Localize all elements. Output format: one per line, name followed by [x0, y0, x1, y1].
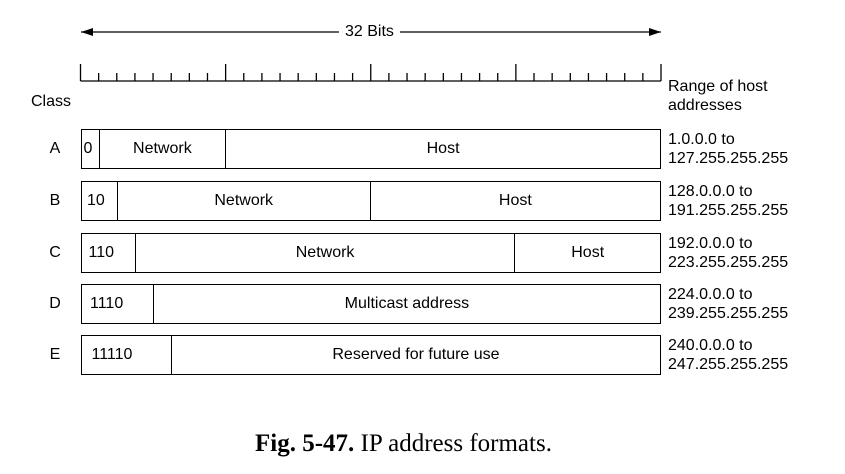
- address-format-bar: 11110 Reserved for future use: [80, 335, 661, 375]
- range-start: 192.0.0.0 to: [668, 235, 753, 252]
- range-end: 127.255.255.255: [668, 150, 789, 167]
- class-prefix-bits: 110: [82, 234, 136, 272]
- field-primary: Network: [100, 130, 227, 168]
- field-host: Host: [498, 192, 532, 209]
- class-prefix-bits: 11110: [82, 336, 172, 374]
- range-start: 240.0.0.0 to: [668, 337, 753, 354]
- range-end: 247.255.255.255: [668, 356, 789, 373]
- class-prefix-bits: 10: [82, 182, 118, 220]
- figure-caption: Fig. 5-47. IP address formats.: [255, 430, 552, 458]
- range-start: 224.0.0.0 to: [668, 286, 753, 303]
- range-end: 223.255.255.255: [668, 254, 789, 271]
- field-primary: Network: [136, 234, 516, 272]
- field-primary: Multicast address: [344, 295, 470, 312]
- field-primary: Reserved for future use: [332, 346, 500, 363]
- field-host: Host: [571, 244, 605, 261]
- class-letter: D: [49, 295, 61, 312]
- field-primary: Network: [118, 182, 371, 220]
- range-start: 128.0.0.0 to: [668, 183, 753, 200]
- class-letter: B: [49, 192, 61, 209]
- field-host: Host: [426, 140, 460, 157]
- class-prefix-bits: 0: [82, 130, 100, 168]
- range-header-line1: Range of host: [668, 78, 768, 95]
- bit-ruler-graphic: [79, 28, 662, 82]
- class-header: Class: [31, 93, 72, 110]
- caption-label: Fig. 5-47.: [255, 430, 355, 457]
- caption-text: IP address formats.: [354, 430, 552, 457]
- range-header-line2: addresses: [668, 97, 742, 114]
- range-end: 191.255.255.255: [668, 202, 789, 219]
- class-letter: E: [49, 346, 61, 363]
- range-start: 1.0.0.0 to: [668, 131, 735, 148]
- ruler-ticks: [79, 64, 662, 81]
- bits-label: 32 Bits: [339, 23, 400, 41]
- range-end: 239.255.255.255: [668, 305, 789, 322]
- address-format-bar: 1110 Multicast address: [80, 284, 661, 324]
- class-letter: C: [49, 244, 61, 261]
- class-letter: A: [49, 140, 61, 157]
- class-prefix-bits: 1110: [82, 285, 154, 323]
